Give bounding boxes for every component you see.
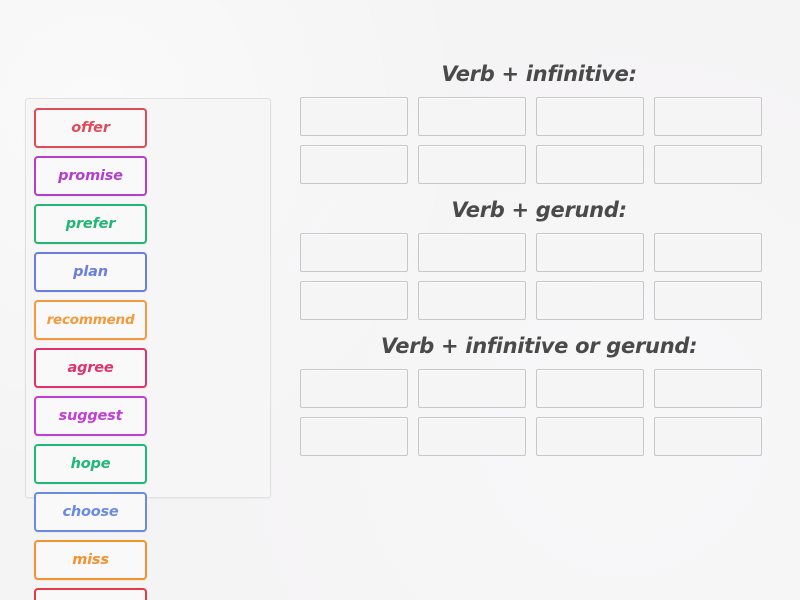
dropzone[interactable] [654, 369, 762, 409]
dropzone[interactable] [300, 97, 408, 137]
category-group: Verb + infinitive or gerund: [300, 334, 778, 457]
word-card[interactable]: recommend [34, 300, 147, 340]
word-card-label: suggest [58, 408, 123, 424]
dropzone[interactable] [418, 369, 526, 409]
word-card-label: hope [70, 456, 111, 472]
word-card-label: agree [67, 360, 114, 376]
category-title: Verb + infinitive: [441, 62, 637, 86]
dropzone[interactable] [300, 145, 408, 185]
dropzone[interactable] [654, 281, 762, 321]
category-list: Verb + infinitive: Verb + gerund: Verb + i… [300, 62, 778, 470]
word-card[interactable]: promise [34, 156, 147, 196]
word-bank-panel: offer promise prefer plan recommend agree sugg… [25, 98, 271, 600]
dropzone[interactable] [418, 417, 526, 457]
dropzone[interactable] [418, 97, 526, 137]
dropzone-grid [300, 369, 778, 457]
dropzone[interactable] [536, 281, 644, 321]
word-card[interactable]: choose [34, 492, 147, 532]
word-card[interactable]: plan [34, 252, 147, 292]
word-card-label: offer [71, 120, 110, 136]
dropzone[interactable] [654, 97, 762, 137]
word-card[interactable]: agree [34, 348, 147, 388]
word-card-label: recommend [46, 312, 135, 328]
word-card[interactable]: practise [34, 588, 147, 600]
word-card-label: choose [62, 504, 119, 520]
category-group: Verb + infinitive: [300, 62, 778, 185]
dropzone[interactable] [536, 145, 644, 185]
dropzone[interactable] [654, 145, 762, 185]
category-title: Verb + infinitive or gerund: [380, 334, 698, 359]
dropzone[interactable] [536, 369, 644, 409]
dropzone[interactable] [300, 369, 408, 409]
dropzone[interactable] [418, 281, 526, 321]
category-title: Verb + gerund: [451, 198, 627, 223]
word-card[interactable]: prefer [34, 204, 147, 244]
dropzone-grid [300, 233, 778, 321]
dropzone-grid [300, 97, 778, 185]
dropzone[interactable] [300, 417, 408, 457]
dropzone[interactable] [536, 97, 644, 137]
word-card-label: promise [58, 168, 123, 184]
word-card-label: miss [72, 552, 109, 568]
dropzone[interactable] [536, 233, 644, 273]
dropzone[interactable] [300, 233, 408, 273]
word-bank-grid: offer promise prefer plan recommend agree sugg… [34, 108, 262, 600]
dropzone[interactable] [300, 281, 408, 321]
word-card-label: prefer [65, 216, 116, 232]
category-group: Verb + gerund: [300, 198, 778, 321]
word-card[interactable]: suggest [34, 396, 147, 436]
dropzone[interactable] [418, 145, 526, 185]
dropzone[interactable] [654, 417, 762, 457]
word-card[interactable]: hope [34, 444, 147, 484]
dropzone[interactable] [418, 233, 526, 273]
word-card[interactable]: offer [34, 108, 147, 148]
word-card[interactable]: miss [34, 540, 147, 580]
word-card-label: plan [73, 264, 108, 280]
dropzone[interactable] [536, 417, 644, 457]
dropzone[interactable] [654, 233, 762, 273]
